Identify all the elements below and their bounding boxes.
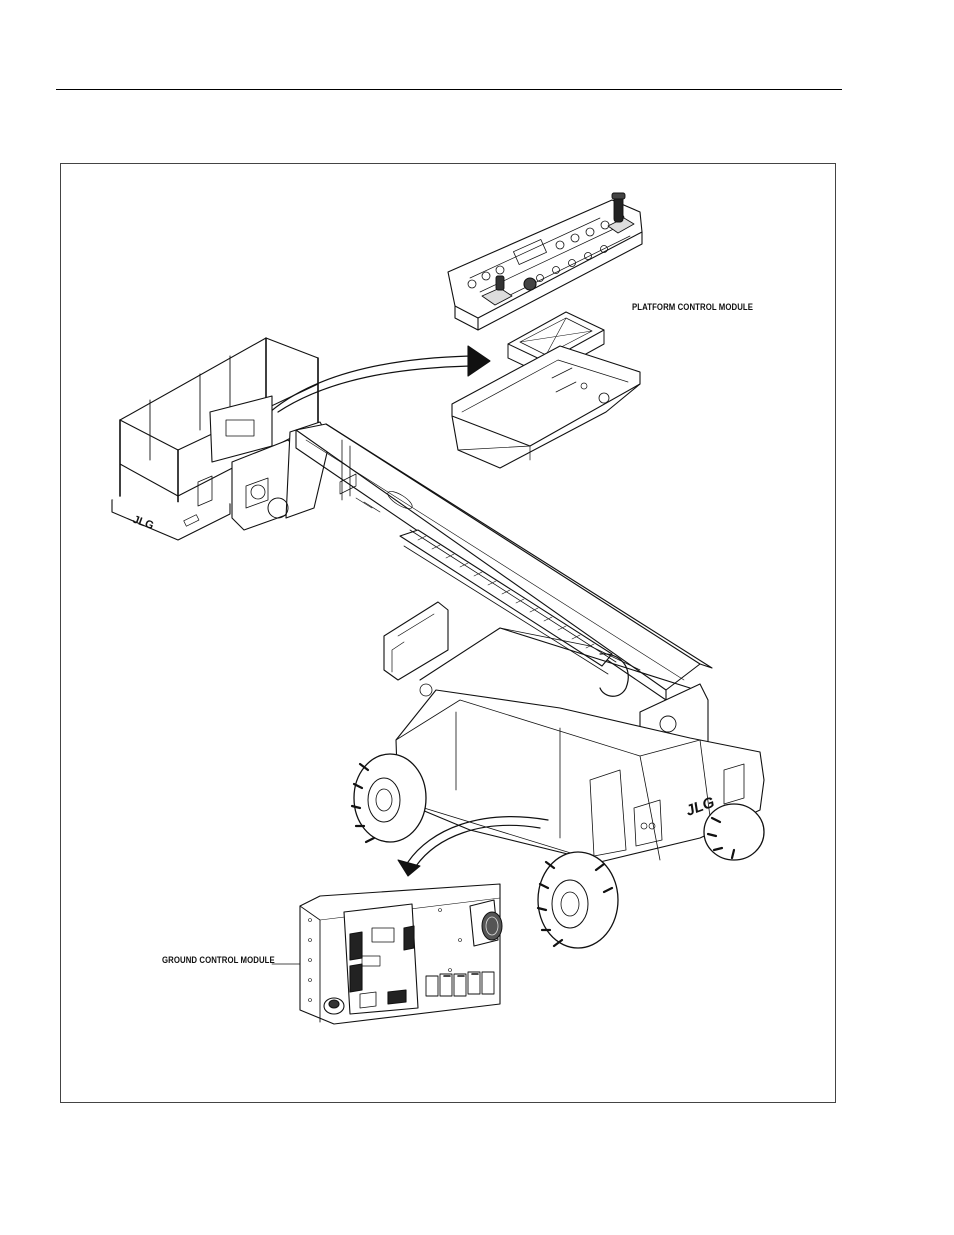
ground-control-board — [344, 904, 418, 1014]
ground-control-module-label: GROUND CONTROL MODULE — [162, 955, 275, 966]
ground-control-relays — [426, 972, 494, 996]
platform-control-module-label: PLATFORM CONTROL MODULE — [632, 302, 753, 313]
wheel-rear-right — [704, 804, 764, 860]
wheel-front-left — [352, 754, 426, 842]
wheel-front-right — [538, 852, 618, 948]
ground-control-knob — [324, 998, 344, 1014]
platform-control-panel — [448, 193, 642, 330]
